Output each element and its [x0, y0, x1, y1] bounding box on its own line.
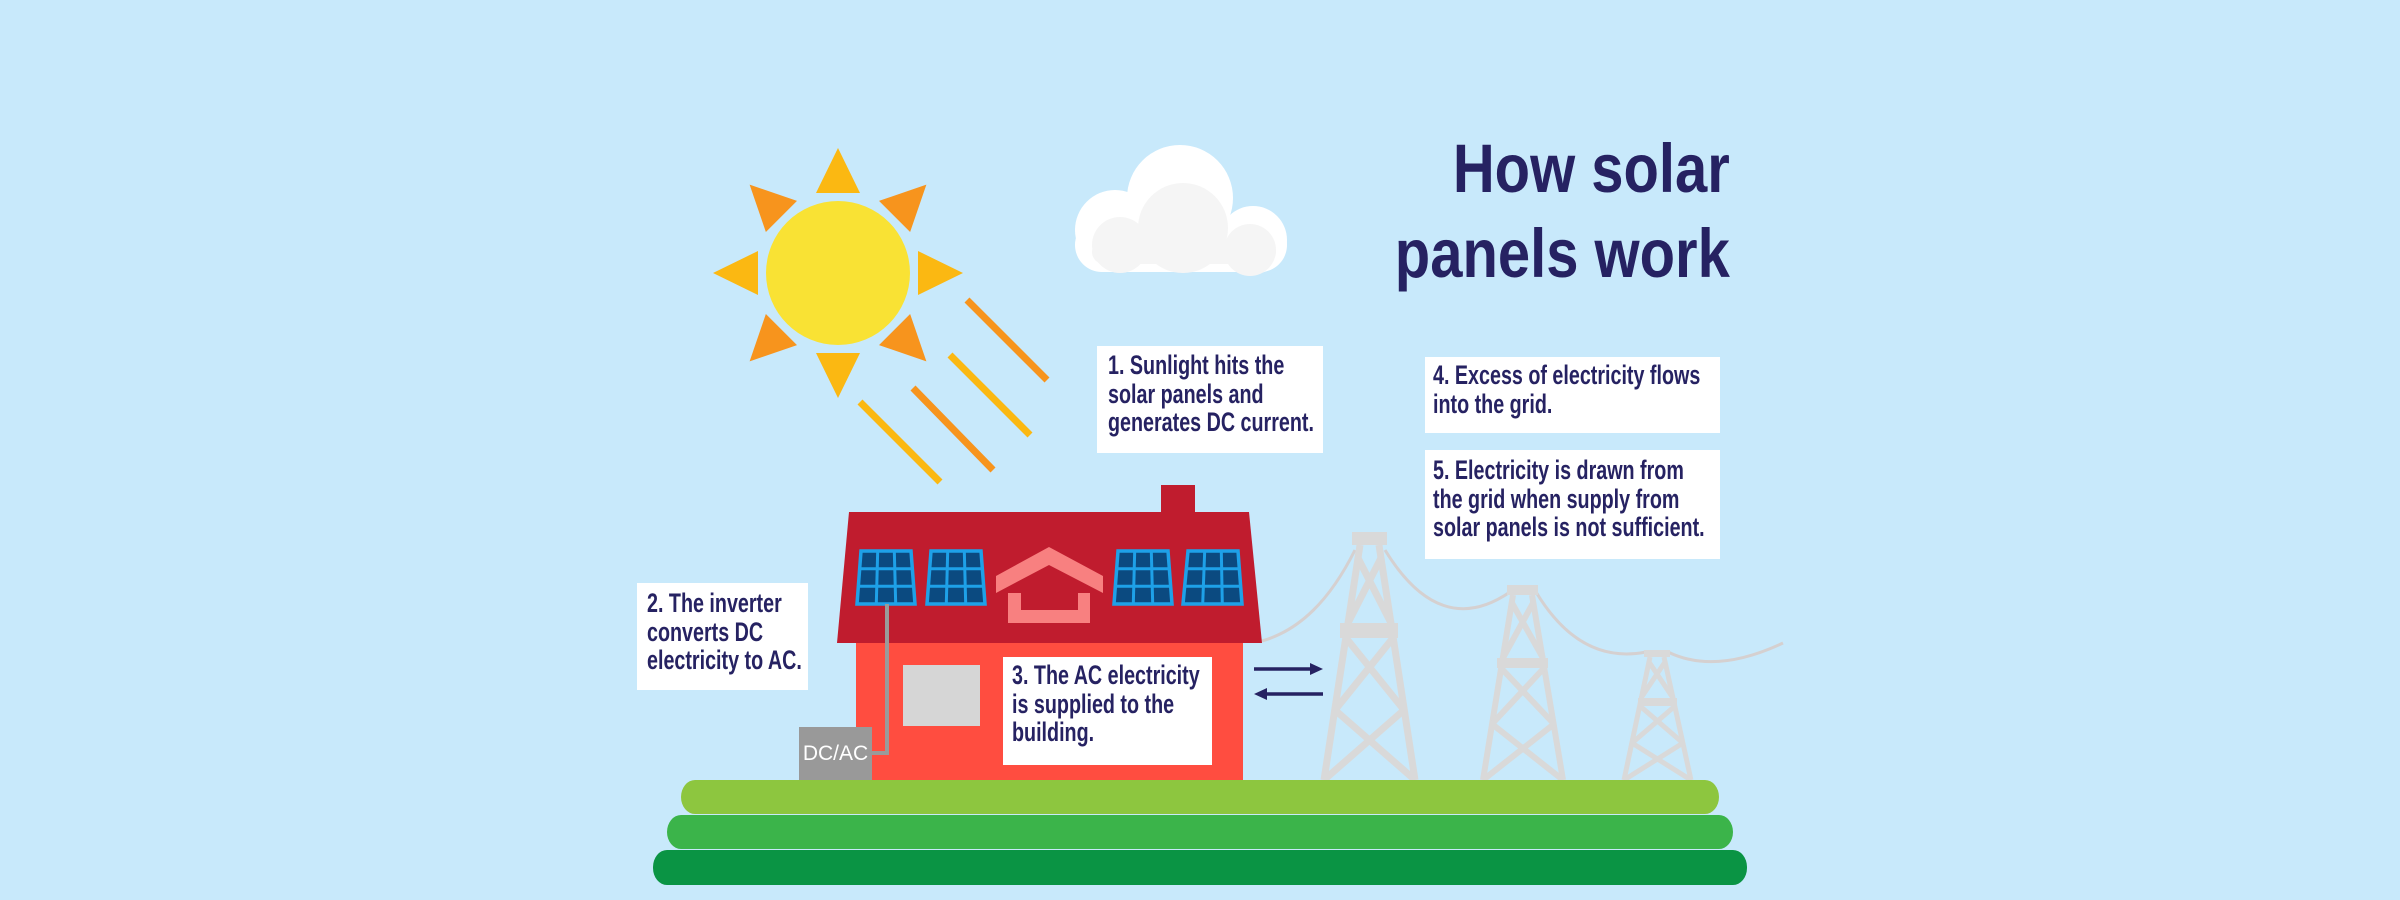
ground-layer-middle	[667, 815, 1733, 849]
page-title: How solar panels work	[1395, 126, 1730, 296]
step-1-line: 1. Sunlight hits the	[1108, 350, 1285, 380]
panel-frame	[1112, 549, 1174, 606]
step-3-line: 3. The AC electricity	[1012, 660, 1200, 690]
sunbeam	[910, 385, 996, 473]
step-4-line: 4. Excess of electricity flows	[1433, 360, 1701, 390]
window	[903, 665, 980, 726]
arrow-left-head	[1254, 688, 1267, 700]
inverter-wire	[872, 604, 889, 755]
bidirectional-arrow-icon	[1254, 663, 1323, 700]
step-5-label: 5. Electricity is drawn from the grid wh…	[1425, 450, 1720, 559]
sun-disc	[766, 201, 910, 345]
step-2-line: 2. The inverter	[647, 588, 782, 618]
roof-home-icon	[996, 547, 1103, 623]
power-line	[1261, 549, 1357, 643]
step-5-line: 5. Electricity is drawn from	[1433, 455, 1684, 485]
panel-frame	[1181, 549, 1244, 606]
solar-panel-icon	[855, 549, 917, 606]
panel-frame	[925, 549, 987, 606]
inverter	[799, 604, 889, 780]
sun-ray	[749, 184, 797, 232]
sunbeams	[857, 297, 1050, 485]
sun-rays	[713, 148, 963, 398]
roof	[837, 512, 1262, 643]
solar-panel-icon	[925, 549, 987, 606]
ground	[653, 780, 1747, 885]
step-2-line: converts DC	[647, 616, 764, 647]
sunbeam	[857, 399, 943, 485]
power-line	[1667, 641, 1784, 664]
title-line: panels work	[1394, 215, 1730, 292]
sun-ray	[879, 184, 927, 232]
inverter-box	[799, 727, 872, 780]
sun-ray	[713, 251, 758, 295]
step-4-line: into the grid.	[1433, 388, 1553, 419]
ground-layer-bottom	[653, 850, 1747, 885]
power-lines	[1261, 549, 1784, 664]
step-3-line: is supplied to the	[1012, 688, 1175, 719]
step-1-label: 1. Sunlight hits the solar panels and ge…	[1097, 346, 1323, 453]
sun-ray	[918, 251, 963, 295]
power-tower-icon	[1621, 650, 1694, 783]
sun-icon	[713, 148, 963, 398]
power-line	[1383, 549, 1511, 611]
title-line: How solar	[1453, 130, 1730, 207]
sunbeam	[947, 352, 1033, 438]
step-2-line: electricity to AC.	[647, 645, 802, 675]
step-1-line: generates DC current.	[1108, 407, 1314, 437]
sun-ray	[879, 314, 927, 362]
cloud-icon	[1075, 145, 1287, 276]
sun-ray	[749, 314, 797, 362]
step-4-label: 4. Excess of electricity flows into the …	[1425, 357, 1720, 433]
sun-ray	[816, 353, 860, 398]
sun-ray	[816, 148, 860, 193]
step-3-label: 3. The AC electricity is supplied to the…	[1003, 657, 1212, 765]
panel-frame	[855, 549, 917, 606]
step-2-label: 2. The inverter converts DC electricity …	[637, 583, 808, 690]
power-tower-icon	[1480, 585, 1566, 783]
step-5-line: solar panels is not sufficient.	[1433, 512, 1705, 542]
step-5-line: the grid when supply from	[1433, 483, 1680, 514]
solar-panel-icon	[1181, 549, 1244, 606]
sunbeam	[964, 297, 1050, 383]
power-tower-icon	[1320, 532, 1419, 783]
ground-layer-top	[681, 780, 1719, 814]
arrow-right-head	[1310, 663, 1323, 675]
step-1-line: solar panels and	[1108, 378, 1264, 409]
solar-panel-icon	[1112, 549, 1174, 606]
power-line	[1534, 591, 1647, 656]
step-3-line: building.	[1012, 717, 1095, 747]
chimney	[1161, 485, 1195, 515]
inverter-label: DC/AC	[802, 741, 869, 765]
